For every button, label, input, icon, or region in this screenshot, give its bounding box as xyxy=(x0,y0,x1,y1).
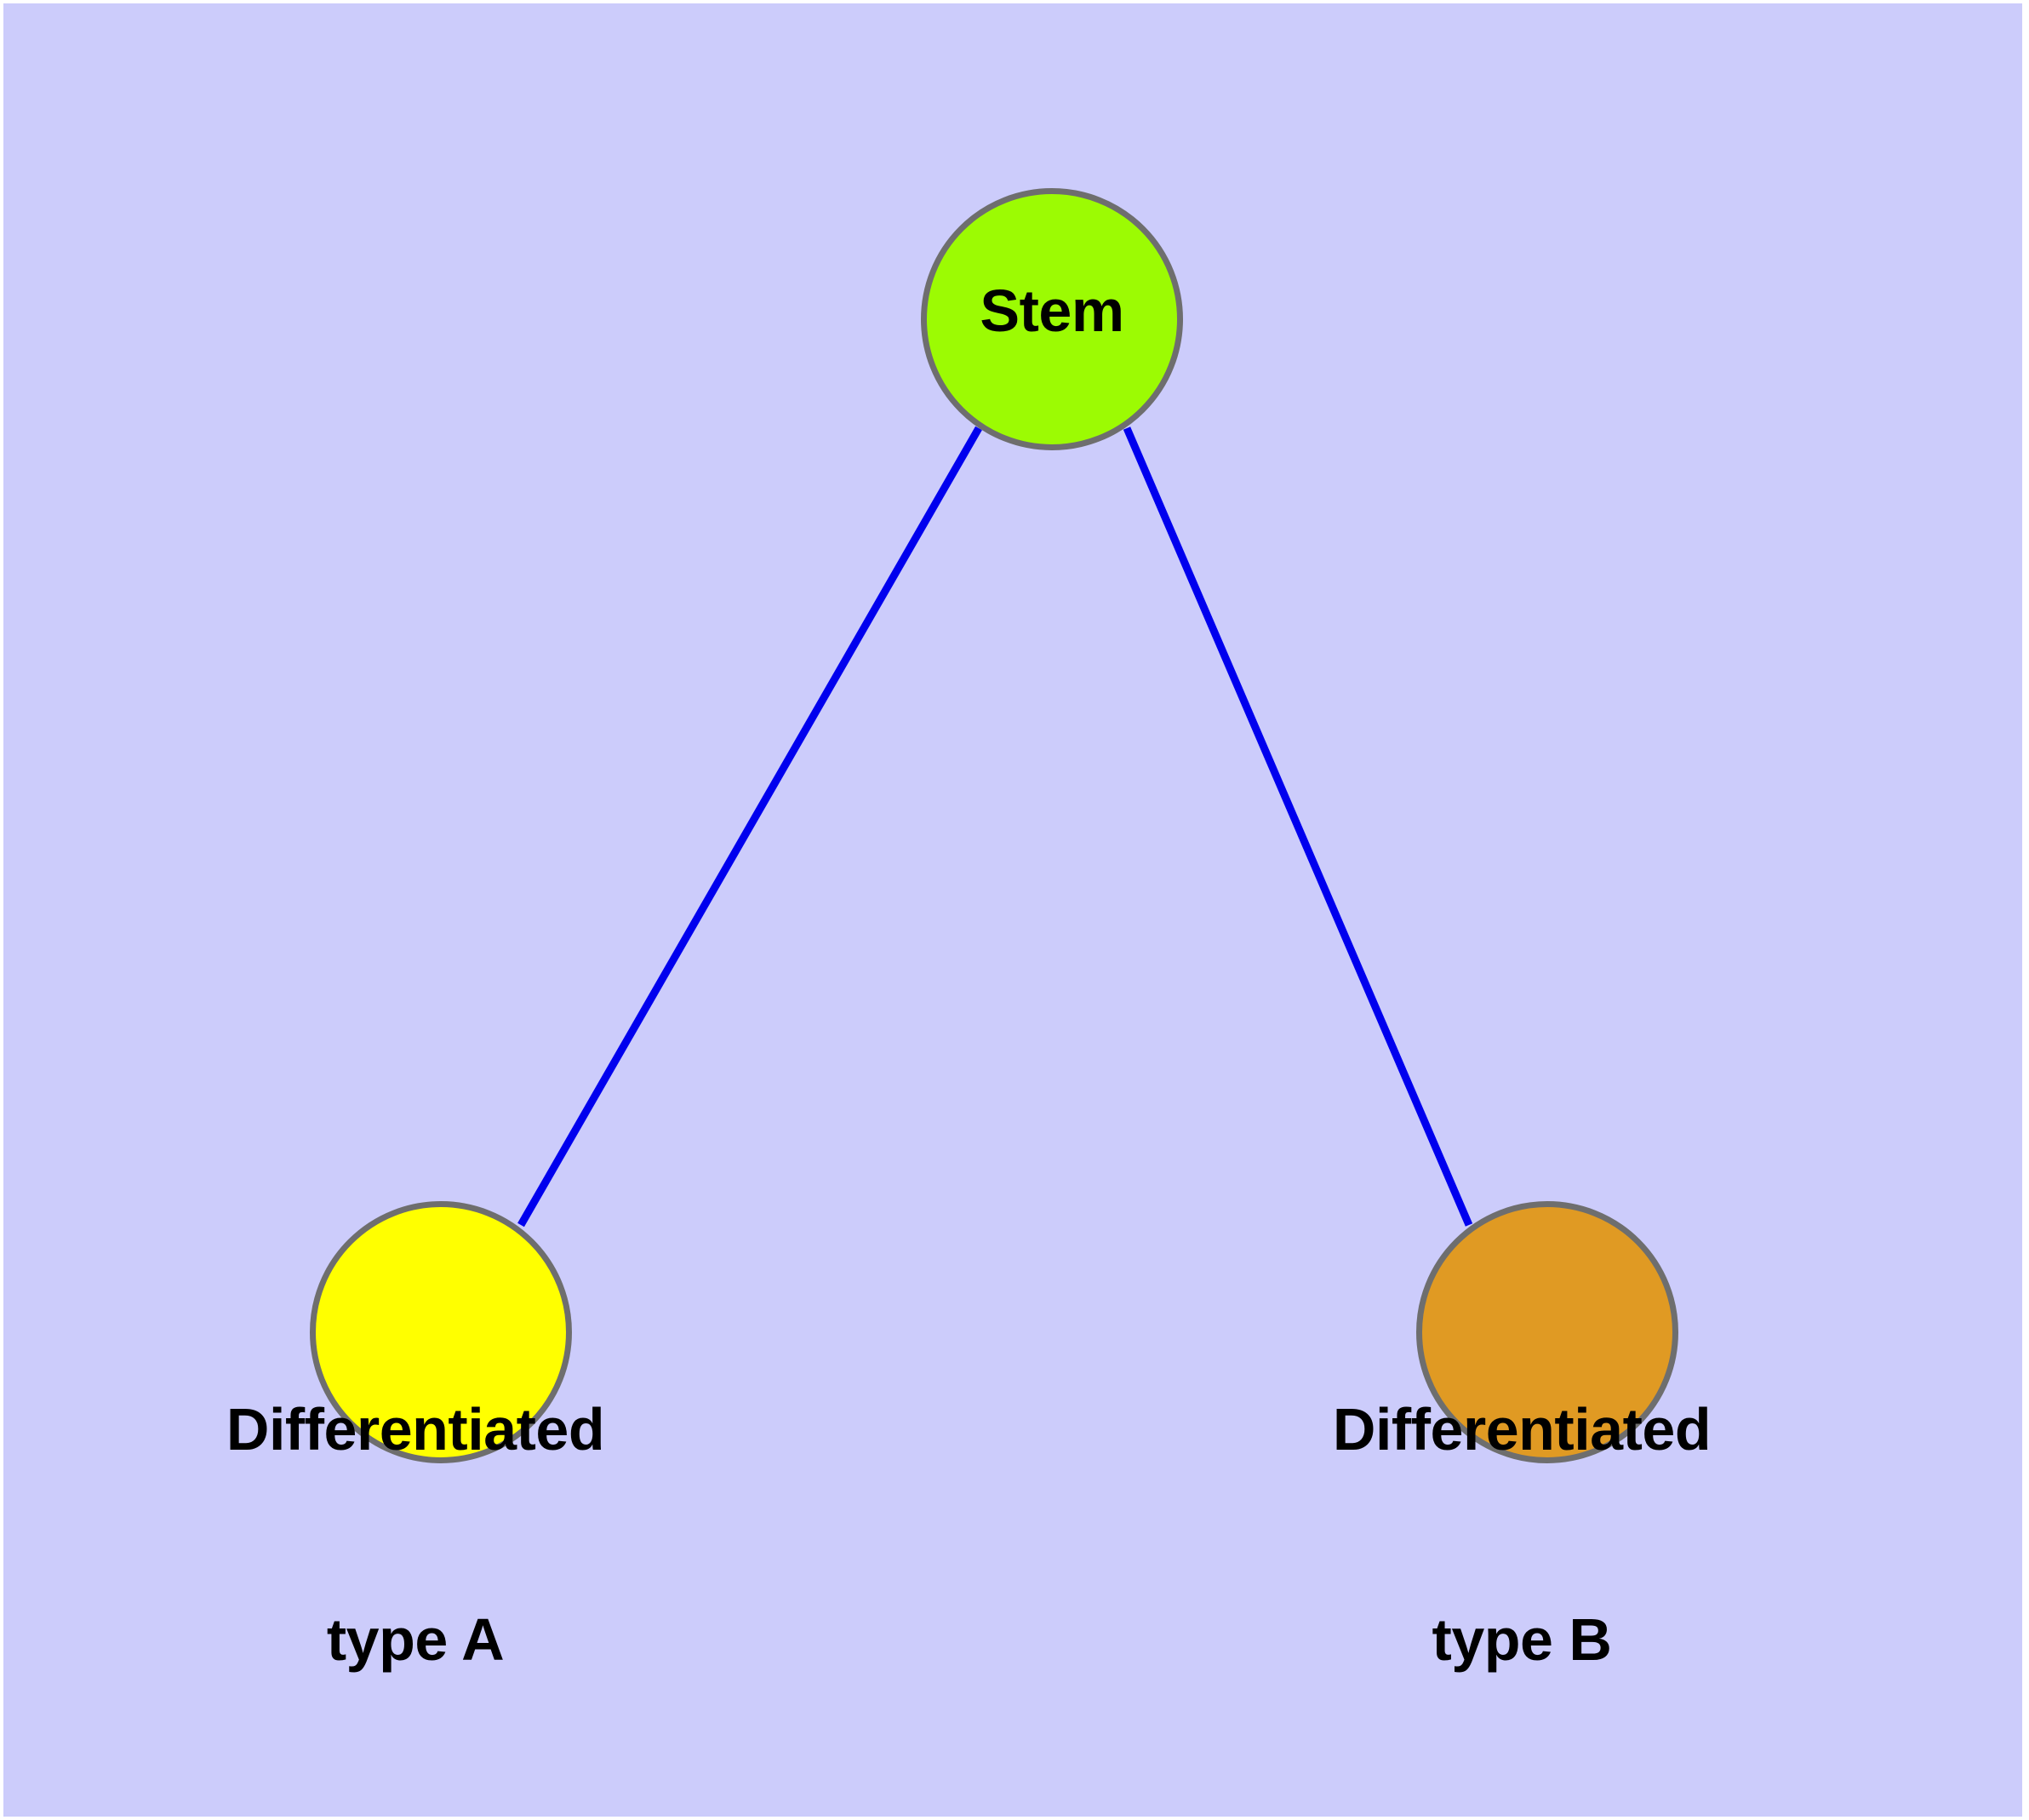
node-differentiated-type-a[interactable] xyxy=(310,1201,572,1463)
edge-stem-to-differentiated-type-b xyxy=(1123,426,1473,1227)
edge-stem-to-differentiated-type-a xyxy=(517,426,982,1228)
node-differentiated-type-b[interactable] xyxy=(1416,1201,1678,1463)
node-stem[interactable] xyxy=(921,188,1183,450)
